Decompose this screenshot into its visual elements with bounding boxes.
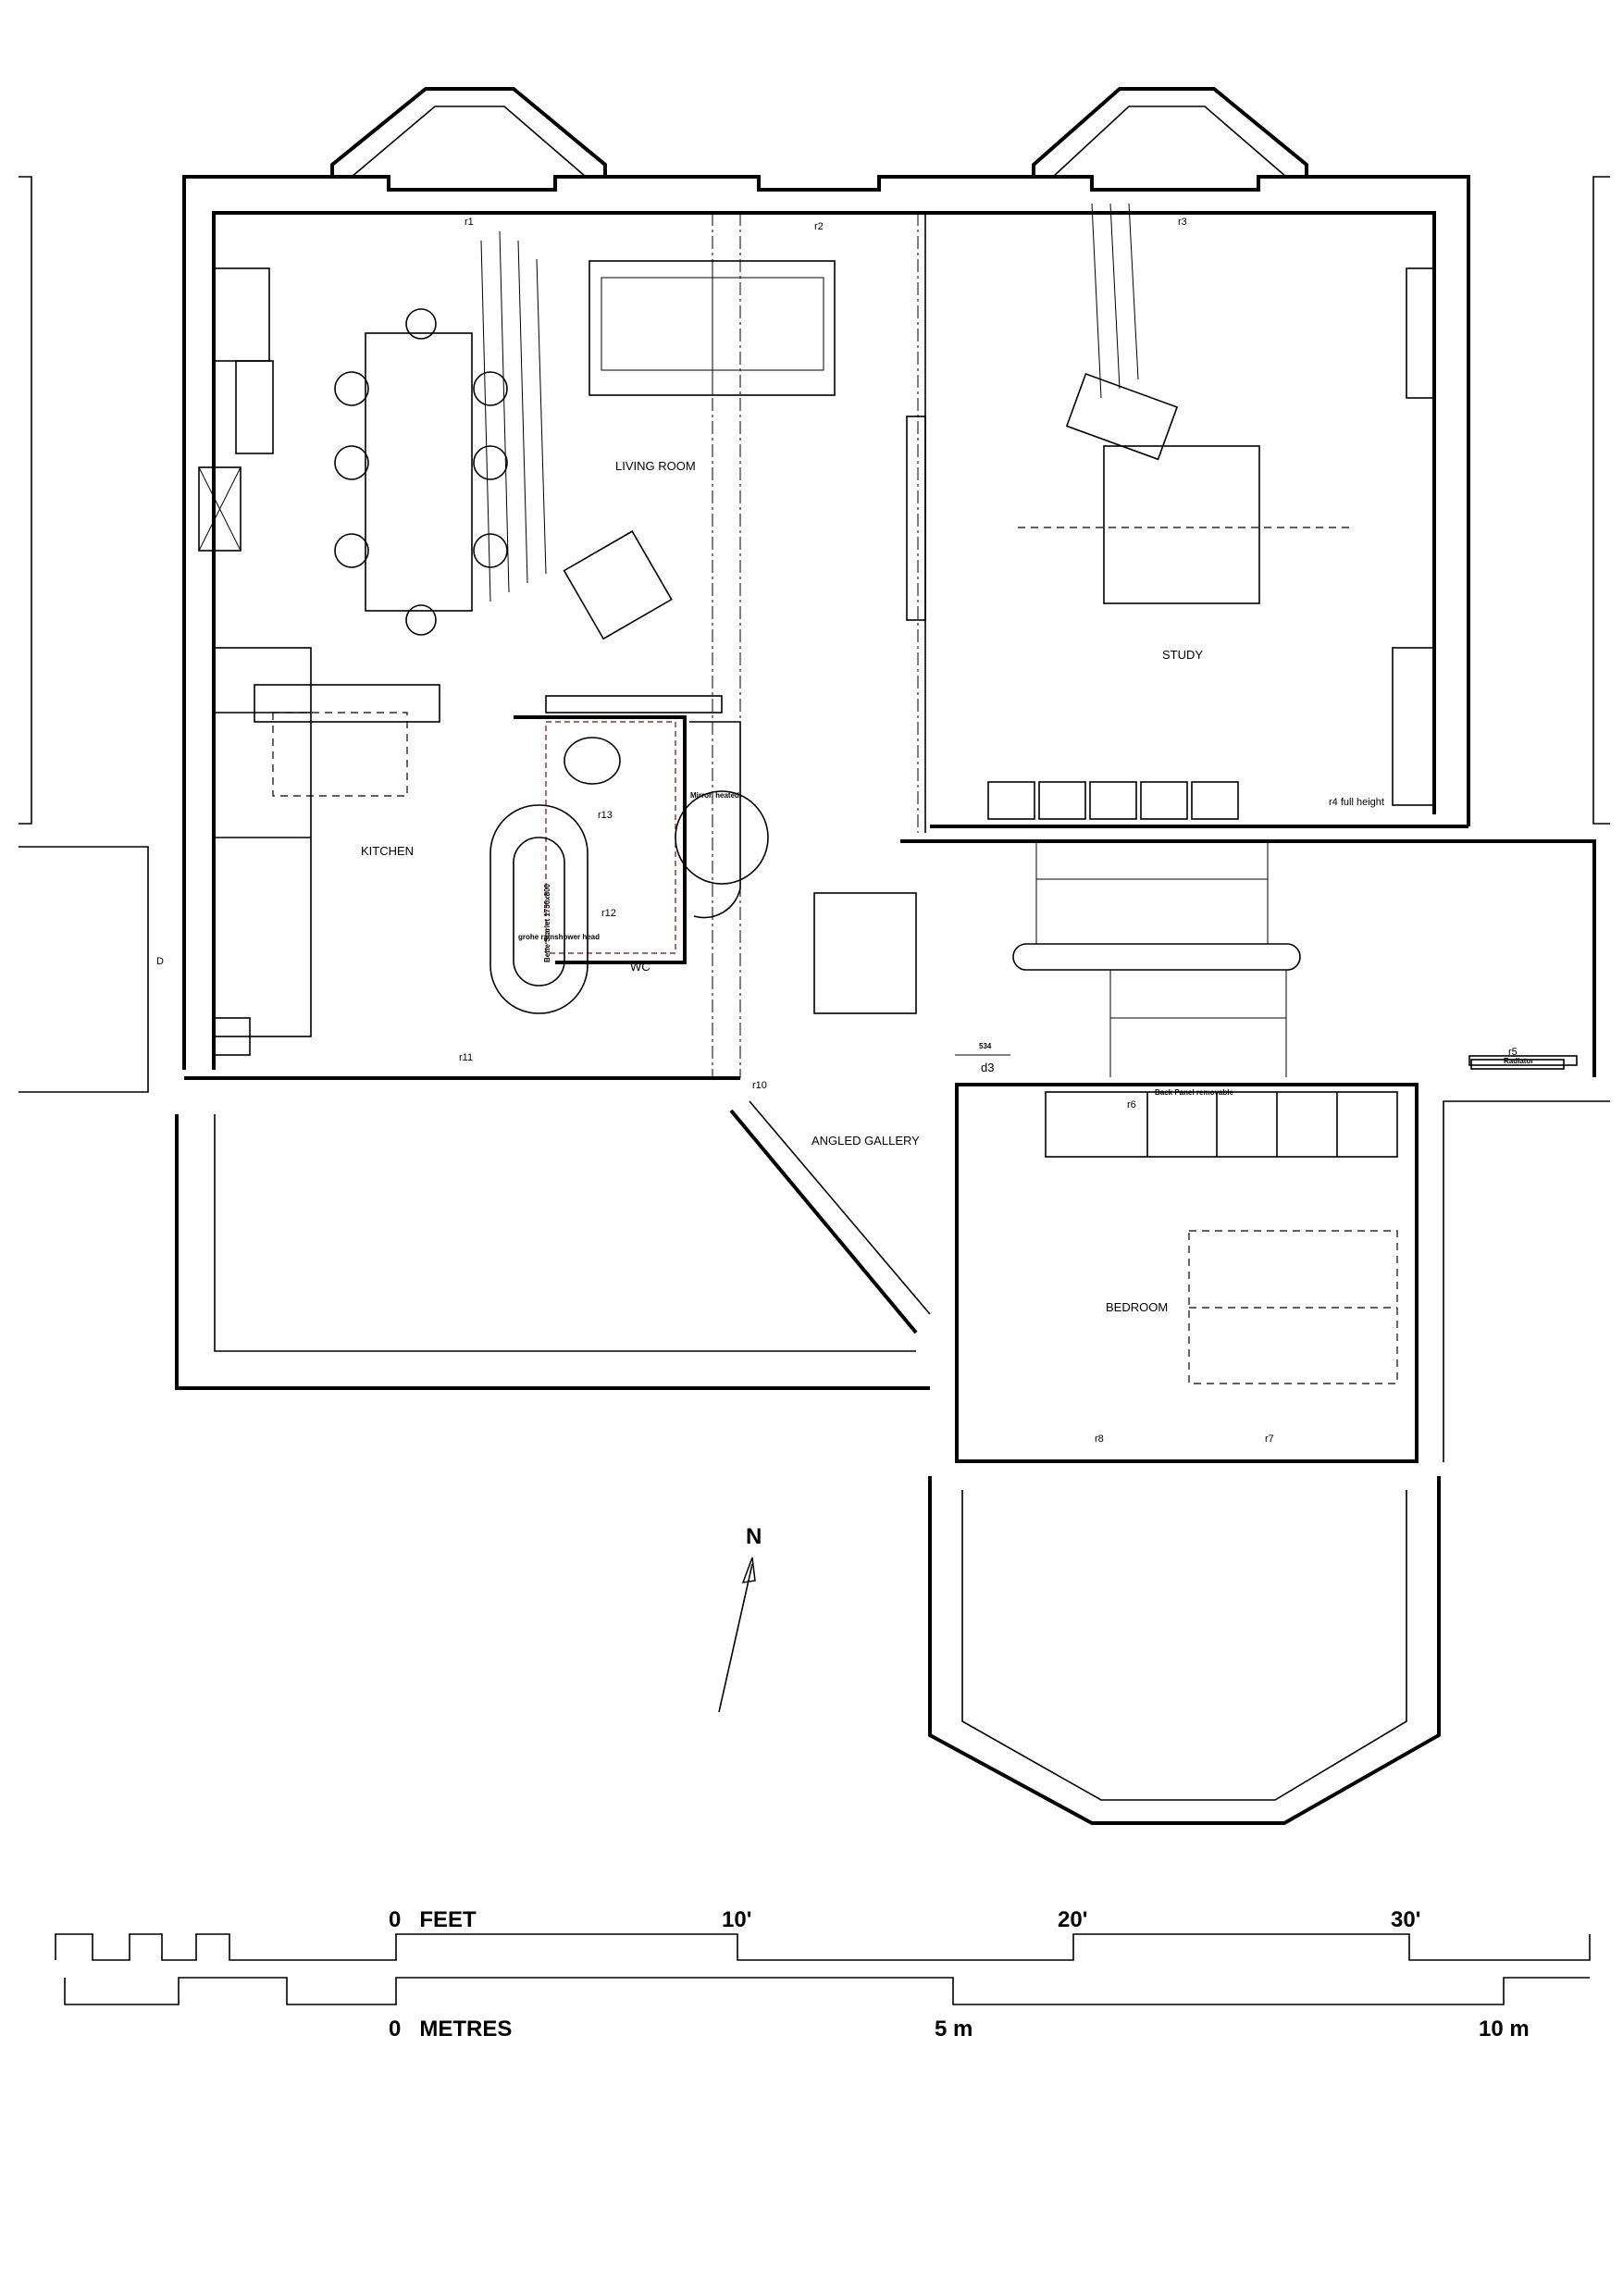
radiator-r3: r3 (1178, 217, 1187, 228)
feet-tick-20: 20' (1058, 1907, 1087, 1932)
radiator-r4: r4 full height (1329, 797, 1384, 808)
dining-table (334, 308, 508, 636)
radiator-r6: r6 (1127, 1099, 1136, 1111)
radiator-r8: r8 (1095, 1433, 1104, 1445)
radiator-r7: r7 (1265, 1433, 1274, 1445)
metres-tick-10: 10 m (1479, 2017, 1530, 2042)
bay-window-left (330, 87, 607, 178)
room-labels: LIVING ROOM STUDY KITCHEN WC ANGLED GALL… (361, 459, 1203, 1314)
north-arrow: N (718, 1524, 762, 1713)
label-wc: WC (630, 960, 650, 974)
kitchen-units (198, 267, 440, 1056)
exterior-walls (182, 175, 1470, 1080)
section-marker: D (156, 956, 164, 967)
label-bedroom: BEDROOM (1106, 1300, 1168, 1314)
terrace (175, 1100, 931, 1390)
door-d3: d3 (981, 1061, 994, 1074)
radiator-tag: Radiator (1504, 1057, 1533, 1065)
radiator-labels: r1 r2 r3 r4 full height r5 r6 r7 r8 r10 … (459, 217, 1518, 1445)
back-panel-note: Back Panel removable (1155, 1088, 1233, 1097)
radiator-r11: r11 (459, 1052, 473, 1063)
study-furniture (987, 267, 1435, 820)
bathroom (489, 695, 769, 1014)
rug-hatching (480, 203, 1139, 602)
dimension-534: 534 (979, 1042, 992, 1050)
radiator-r5: r5 (1508, 1047, 1518, 1058)
shower-note: grohe rainshower head (518, 933, 600, 941)
annotations: d3 534 Back Panel removable Radiator Mir… (156, 791, 1578, 1097)
radiator-r10: r10 (752, 1080, 767, 1091)
label-living-room: LIVING ROOM (615, 459, 696, 473)
bedroom-walls (955, 1083, 1419, 1463)
radiator-r12: r12 (601, 908, 616, 919)
mirror-note: Mirror, heated (690, 791, 739, 800)
radiator-r2: r2 (814, 221, 824, 232)
north-label: N (746, 1524, 762, 1549)
radiator-r13: r13 (598, 810, 613, 821)
metres-tick-5: 5 m (935, 2017, 973, 2042)
metres-label: 0 METRES (389, 2017, 512, 2042)
feet-tick-30: 30' (1391, 1907, 1420, 1932)
balcony-bay (928, 1476, 1441, 1825)
label-study: STUDY (1162, 648, 1203, 662)
radiator-r1: r1 (465, 217, 474, 228)
sofa (588, 260, 836, 396)
feet-tick-10: 10' (722, 1907, 751, 1932)
bath-note: Bette Starlet 1750x800 (543, 884, 551, 962)
feet-label: 0 FEET (389, 1907, 477, 1932)
staircase (813, 839, 1596, 1077)
label-angled-gallery: ANGLED GALLERY (812, 1134, 920, 1148)
bay-window-right (1032, 87, 1308, 178)
scale-bar: 0 FEET 10' 20' 30' 0 METRES 5 m 10 m (55, 1907, 1591, 2042)
armchair-living (563, 530, 673, 640)
neighbour-walls (19, 176, 1610, 1462)
partition-walls (712, 213, 926, 1078)
label-kitchen: KITCHEN (361, 844, 414, 858)
